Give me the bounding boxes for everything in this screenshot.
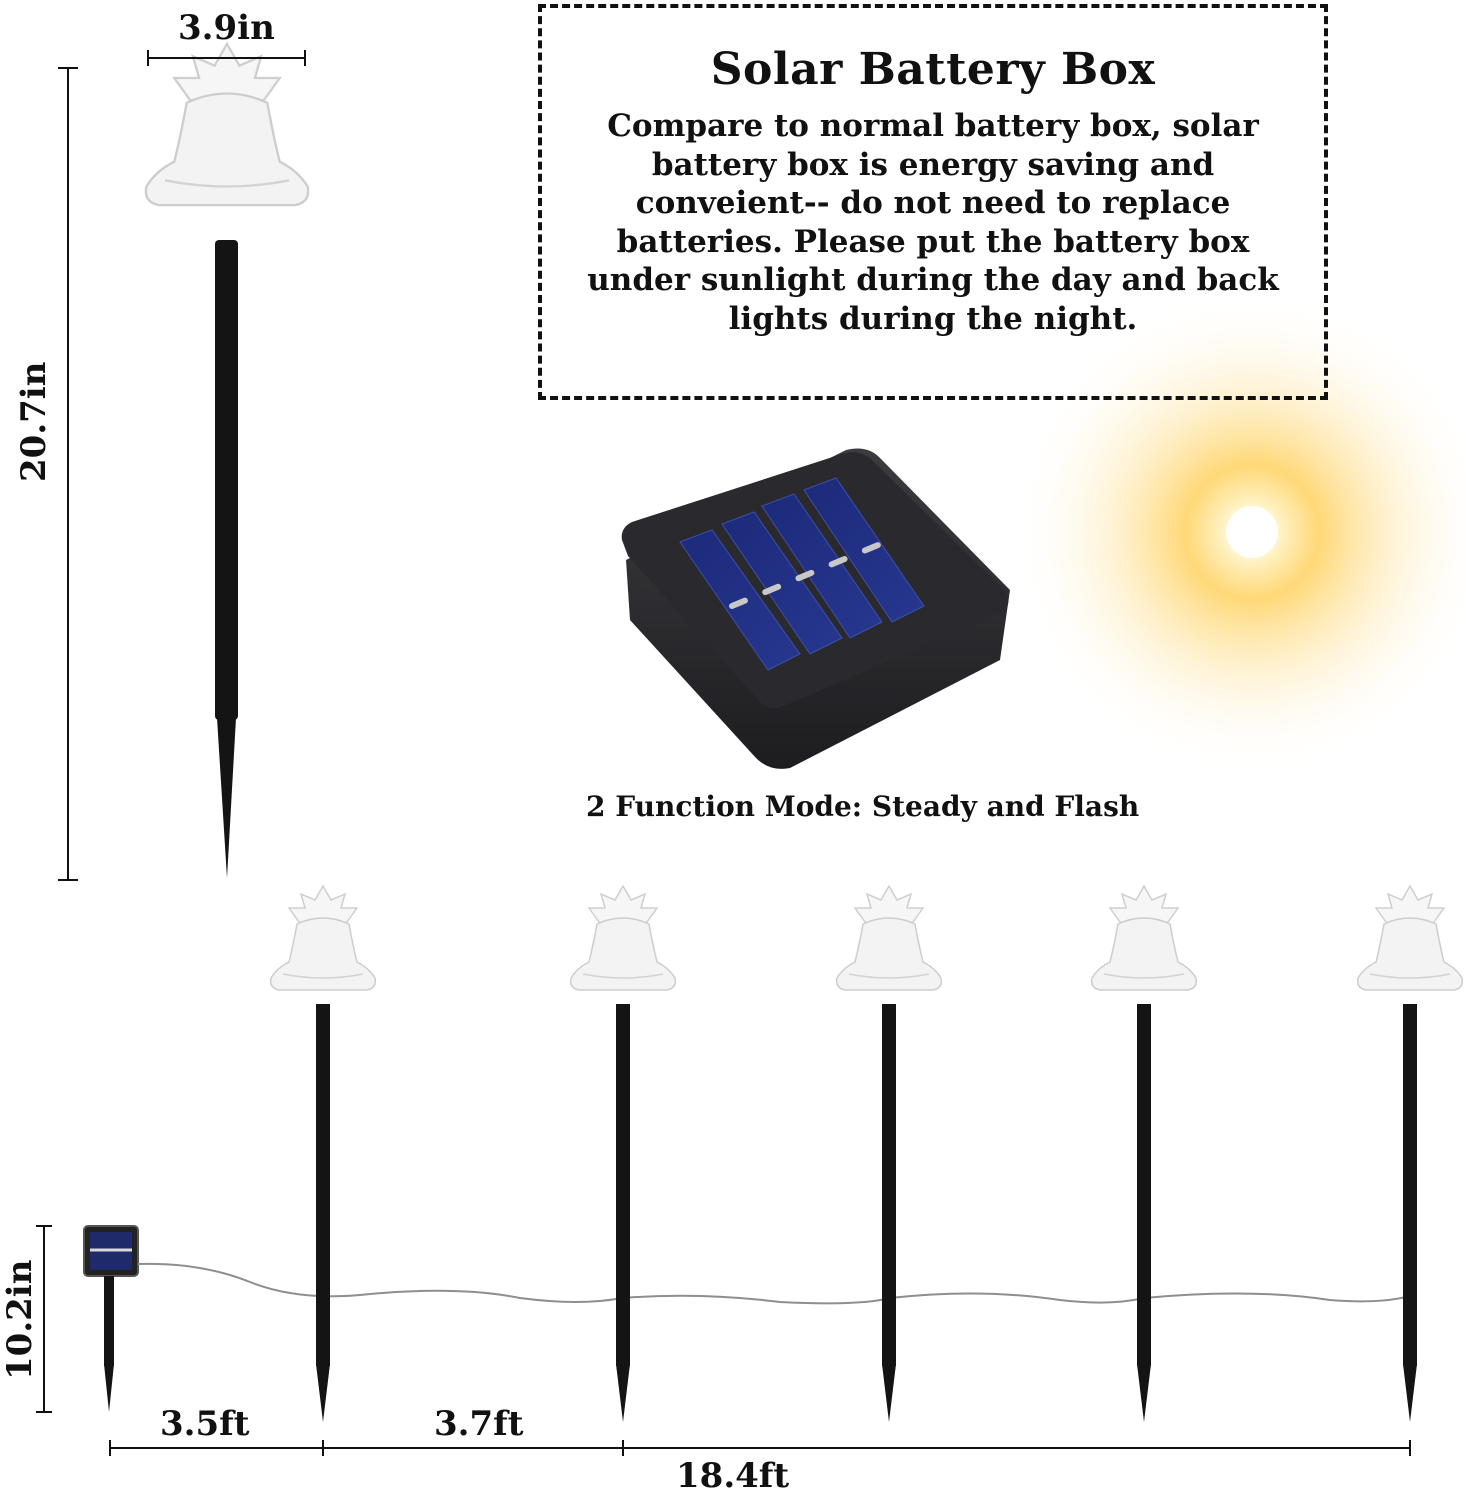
total-length-label: 18.4ft bbox=[676, 1456, 790, 1496]
bell-stake-tall bbox=[144, 42, 310, 878]
width-dimension-line bbox=[147, 50, 306, 66]
spacing-label: 3.7ft bbox=[434, 1404, 524, 1444]
bell-stake-row bbox=[269, 885, 1464, 1422]
bell-stake-icon bbox=[1090, 885, 1198, 1422]
panel-height-dimension-line bbox=[36, 1225, 52, 1413]
stake-height-label: 20.7in bbox=[14, 361, 54, 482]
topper-width-label: 3.9in bbox=[178, 8, 275, 48]
bell-stake-icon bbox=[1356, 885, 1464, 1422]
lead-length-label: 3.5ft bbox=[160, 1404, 250, 1444]
info-title: Solar Battery Box bbox=[710, 44, 1156, 95]
function-mode-caption: 2 Function Mode: Steady and Flash bbox=[586, 790, 1140, 823]
bell-stake-icon bbox=[835, 885, 943, 1422]
solar-info-box: Solar Battery Box Compare to normal batt… bbox=[538, 4, 1328, 400]
solar-battery-box-icon bbox=[621, 448, 1010, 769]
info-body: Compare to normal battery box, solar bat… bbox=[587, 108, 1279, 337]
connection-wire bbox=[137, 1262, 1411, 1305]
bell-stake-icon bbox=[269, 885, 377, 1422]
bell-stake-icon bbox=[569, 885, 677, 1422]
sun-icon bbox=[1012, 292, 1466, 772]
mini-solar-panel-icon bbox=[83, 1225, 139, 1412]
length-dimension-lines bbox=[109, 1440, 1411, 1456]
panel-height-label: 10.2in bbox=[0, 1259, 40, 1380]
height-dimension-line bbox=[58, 67, 78, 881]
